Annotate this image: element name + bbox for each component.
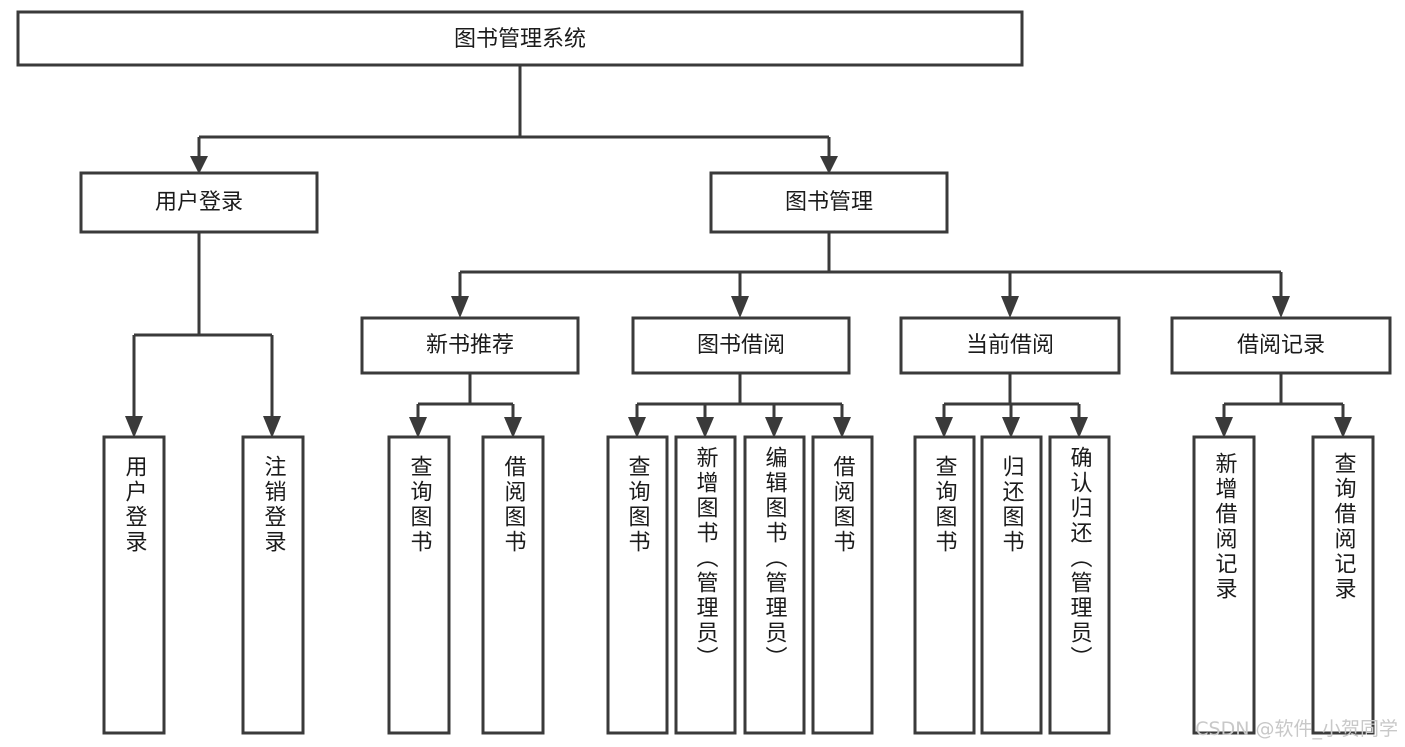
- leaf-bb-query-book-label: 查询图书: [625, 455, 651, 555]
- arrow-head-book-borrow: [731, 296, 749, 318]
- leaf-nb-borrow-book-label: 借阅图书: [501, 455, 527, 555]
- node-book-manage[interactable]: 图书管理: [709, 171, 949, 234]
- leaf-node[interactable]: 编辑图书（管理员）: [743, 435, 806, 735]
- arrow-head-book-manage: [820, 156, 838, 174]
- leaf-bb-edit-book-label: 编辑图书（管理员）: [762, 446, 788, 671]
- arrow-head-br-leaf-2: [1334, 417, 1352, 438]
- node-book-borrow-label: 图书借阅: [697, 333, 785, 358]
- arrow-head-current-borrow: [1001, 296, 1019, 318]
- arrow-head-nb-leaf-2: [504, 417, 522, 438]
- leaf-node[interactable]: 注销登录: [241, 435, 305, 735]
- watermark-label: CSDN @软件_小贺同学: [1195, 718, 1398, 740]
- node-new-book-recommend[interactable]: 新书推荐: [360, 316, 580, 375]
- leaf-node[interactable]: 查询借阅记录: [1311, 435, 1375, 735]
- node-current-borrow[interactable]: 当前借阅: [899, 316, 1121, 375]
- leaf-user-login-label: 用户登录: [122, 455, 148, 555]
- node-user-login[interactable]: 用户登录: [79, 171, 319, 234]
- leaf-node[interactable]: 查询图书: [913, 435, 976, 735]
- leaf-node[interactable]: 用户登录: [102, 435, 166, 735]
- node-book-borrow[interactable]: 图书借阅: [631, 316, 851, 375]
- leaf-cb-query-book-label: 查询图书: [932, 455, 958, 555]
- node-user-login-label: 用户登录: [155, 190, 243, 215]
- leaf-br-add-record-label: 新增借阅记录: [1212, 452, 1238, 602]
- arrow-head-borrow-record: [1272, 296, 1290, 318]
- leaf-node[interactable]: 借阅图书: [811, 435, 874, 735]
- arrow-head-br-leaf-1: [1215, 417, 1233, 438]
- node-book-borrow-box[interactable]: [631, 316, 851, 375]
- leaf-logout-box[interactable]: [241, 435, 305, 735]
- leaf-cb-query-book-box[interactable]: [913, 435, 976, 735]
- leaf-bb-add-book-box[interactable]: [674, 435, 737, 735]
- leaf-bb-borrow-book-box[interactable]: [811, 435, 874, 735]
- leaf-user-login-box[interactable]: [102, 435, 166, 735]
- node-root-box[interactable]: [16, 10, 1024, 67]
- arrow-head-bb-leaf-1: [628, 417, 646, 438]
- leaf-bb-add-book-label: 新增图书（管理员）: [693, 446, 719, 671]
- arrow-head-bb-leaf-2: [696, 417, 714, 438]
- arrow-head-leaf-logout: [263, 416, 281, 438]
- leaf-node[interactable]: 查询图书: [606, 435, 669, 735]
- node-root[interactable]: 图书管理系统: [16, 10, 1024, 67]
- node-current-borrow-label: 当前借阅: [966, 333, 1054, 358]
- leaf-node[interactable]: 归还图书: [980, 435, 1043, 735]
- leaf-node[interactable]: 新增图书（管理员）: [674, 435, 737, 735]
- arrow-head-user-login: [190, 156, 208, 174]
- arrow-head-nb-leaf-1: [409, 417, 427, 438]
- node-root-label: 图书管理系统: [454, 27, 586, 52]
- node-new-book-recommend-label: 新书推荐: [426, 333, 514, 358]
- leaf-node[interactable]: 查询图书: [387, 435, 451, 735]
- node-current-borrow-box[interactable]: [899, 316, 1121, 375]
- arrow-head-cb-leaf-3: [1070, 417, 1088, 438]
- leaf-br-add-record-box[interactable]: [1192, 435, 1256, 735]
- arrow-head-leaf-user-login: [125, 416, 143, 438]
- leaf-node[interactable]: 确认归还（管理员）: [1048, 435, 1111, 735]
- leaf-bb-borrow-book-label: 借阅图书: [830, 455, 856, 555]
- arrow-head-bb-leaf-4: [833, 417, 851, 438]
- leaf-bb-query-book-box[interactable]: [606, 435, 669, 735]
- arrow-head-cb-leaf-1: [935, 417, 953, 438]
- node-new-book-recommend-box[interactable]: [360, 316, 580, 375]
- leaf-nb-borrow-book-box[interactable]: [481, 435, 545, 735]
- leaf-logout-label: 注销登录: [261, 455, 287, 555]
- leaf-cb-confirm-return-box[interactable]: [1048, 435, 1111, 735]
- leaf-node[interactable]: 新增借阅记录: [1192, 435, 1256, 735]
- node-book-manage-label: 图书管理: [785, 190, 873, 215]
- leaf-nb-query-book-box[interactable]: [387, 435, 451, 735]
- node-book-manage-box[interactable]: [709, 171, 949, 234]
- arrow-head-new-book: [451, 296, 469, 318]
- leaf-br-query-record-box[interactable]: [1311, 435, 1375, 735]
- leaf-cb-confirm-return-label: 确认归还（管理员）: [1067, 446, 1093, 671]
- leaf-node[interactable]: 借阅图书: [481, 435, 545, 735]
- leaf-br-query-record-label: 查询借阅记录: [1331, 452, 1357, 602]
- node-borrow-record-box[interactable]: [1170, 316, 1392, 375]
- leaf-cb-return-book-box[interactable]: [980, 435, 1043, 735]
- node-borrow-record[interactable]: 借阅记录: [1170, 316, 1392, 375]
- node-borrow-record-label: 借阅记录: [1237, 333, 1325, 358]
- arrow-head-cb-leaf-2: [1002, 417, 1020, 438]
- leaf-bb-edit-book-box[interactable]: [743, 435, 806, 735]
- arrow-head-bb-leaf-3: [765, 417, 783, 438]
- leaf-cb-return-book-label: 归还图书: [999, 455, 1025, 555]
- leaf-nb-query-book-label: 查询图书: [407, 455, 433, 555]
- connector-layer: [125, 65, 1352, 438]
- node-user-login-box[interactable]: [79, 171, 319, 234]
